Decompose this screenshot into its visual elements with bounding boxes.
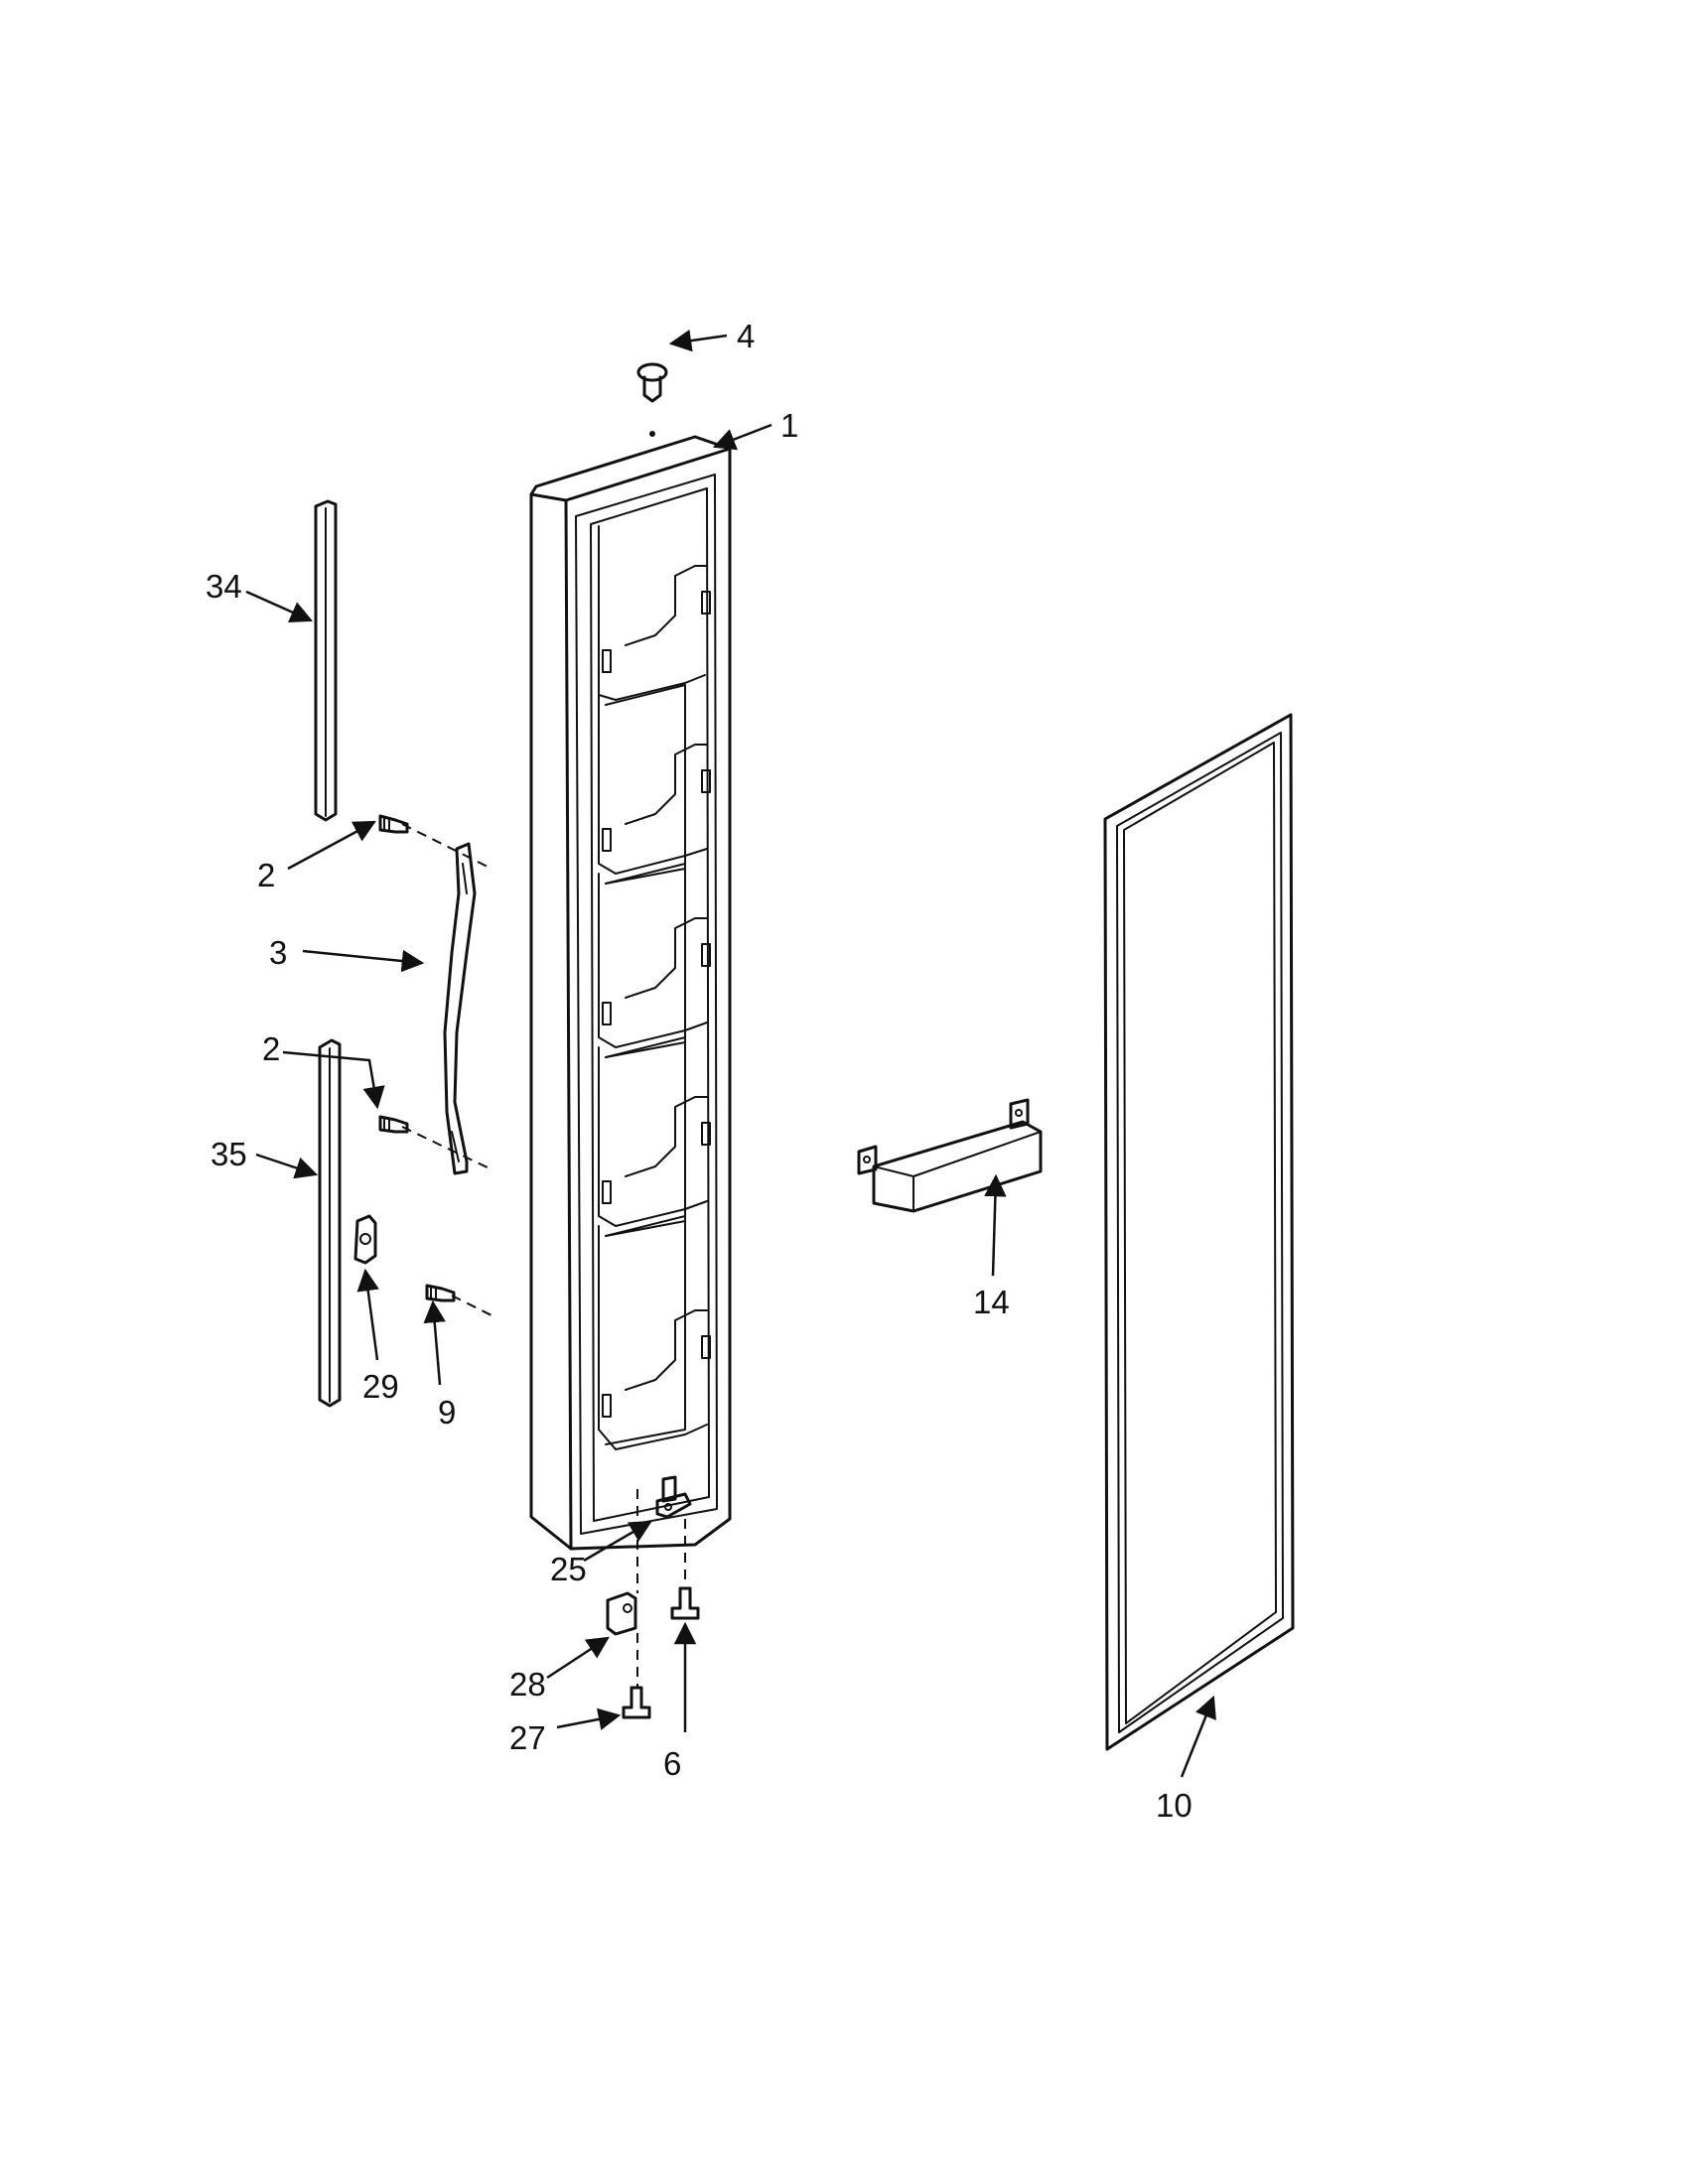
callout-3: 3 [269, 934, 287, 971]
callout-34: 34 [206, 568, 242, 605]
callout-27: 27 [509, 1719, 546, 1756]
handle-screw-bottom-part [378, 1115, 409, 1134]
clip-part [353, 1214, 377, 1265]
screw-27-part [622, 1686, 651, 1719]
leader-lines [245, 329, 1216, 1778]
freezer-door-part [529, 435, 732, 1551]
callout-9: 9 [438, 1394, 456, 1431]
callout-28: 28 [509, 1666, 546, 1703]
callout-10: 10 [1156, 1787, 1193, 1824]
trim-strip-bottom-part [318, 1038, 342, 1408]
door-gasket-part [1103, 713, 1295, 1751]
callout-29: 29 [362, 1368, 399, 1405]
alignment-lines [401, 823, 686, 1688]
callout-6: 6 [663, 1745, 681, 1782]
top-hinge-pin-part [636, 362, 668, 437]
callout-25: 25 [550, 1551, 587, 1587]
hinge-bracket-part [606, 1591, 637, 1636]
callout-labels: 1 4 34 2 3 2 35 29 9 25 28 27 6 14 10 [206, 318, 1193, 1824]
bottom-hinge-part [655, 1475, 692, 1519]
handle-screw-top-part [378, 814, 409, 834]
callout-1: 1 [780, 407, 798, 444]
door-handle-part [443, 842, 477, 1175]
door-bin-part [857, 1098, 1043, 1213]
screw-6-part [670, 1586, 700, 1620]
callout-4: 4 [737, 318, 755, 354]
callout-2-bottom: 2 [262, 1030, 280, 1067]
callout-35: 35 [210, 1136, 247, 1172]
trim-strip-top-part [314, 499, 338, 822]
callout-14: 14 [973, 1284, 1010, 1320]
screw-9-part [425, 1284, 456, 1302]
callout-2-top: 2 [257, 857, 275, 893]
